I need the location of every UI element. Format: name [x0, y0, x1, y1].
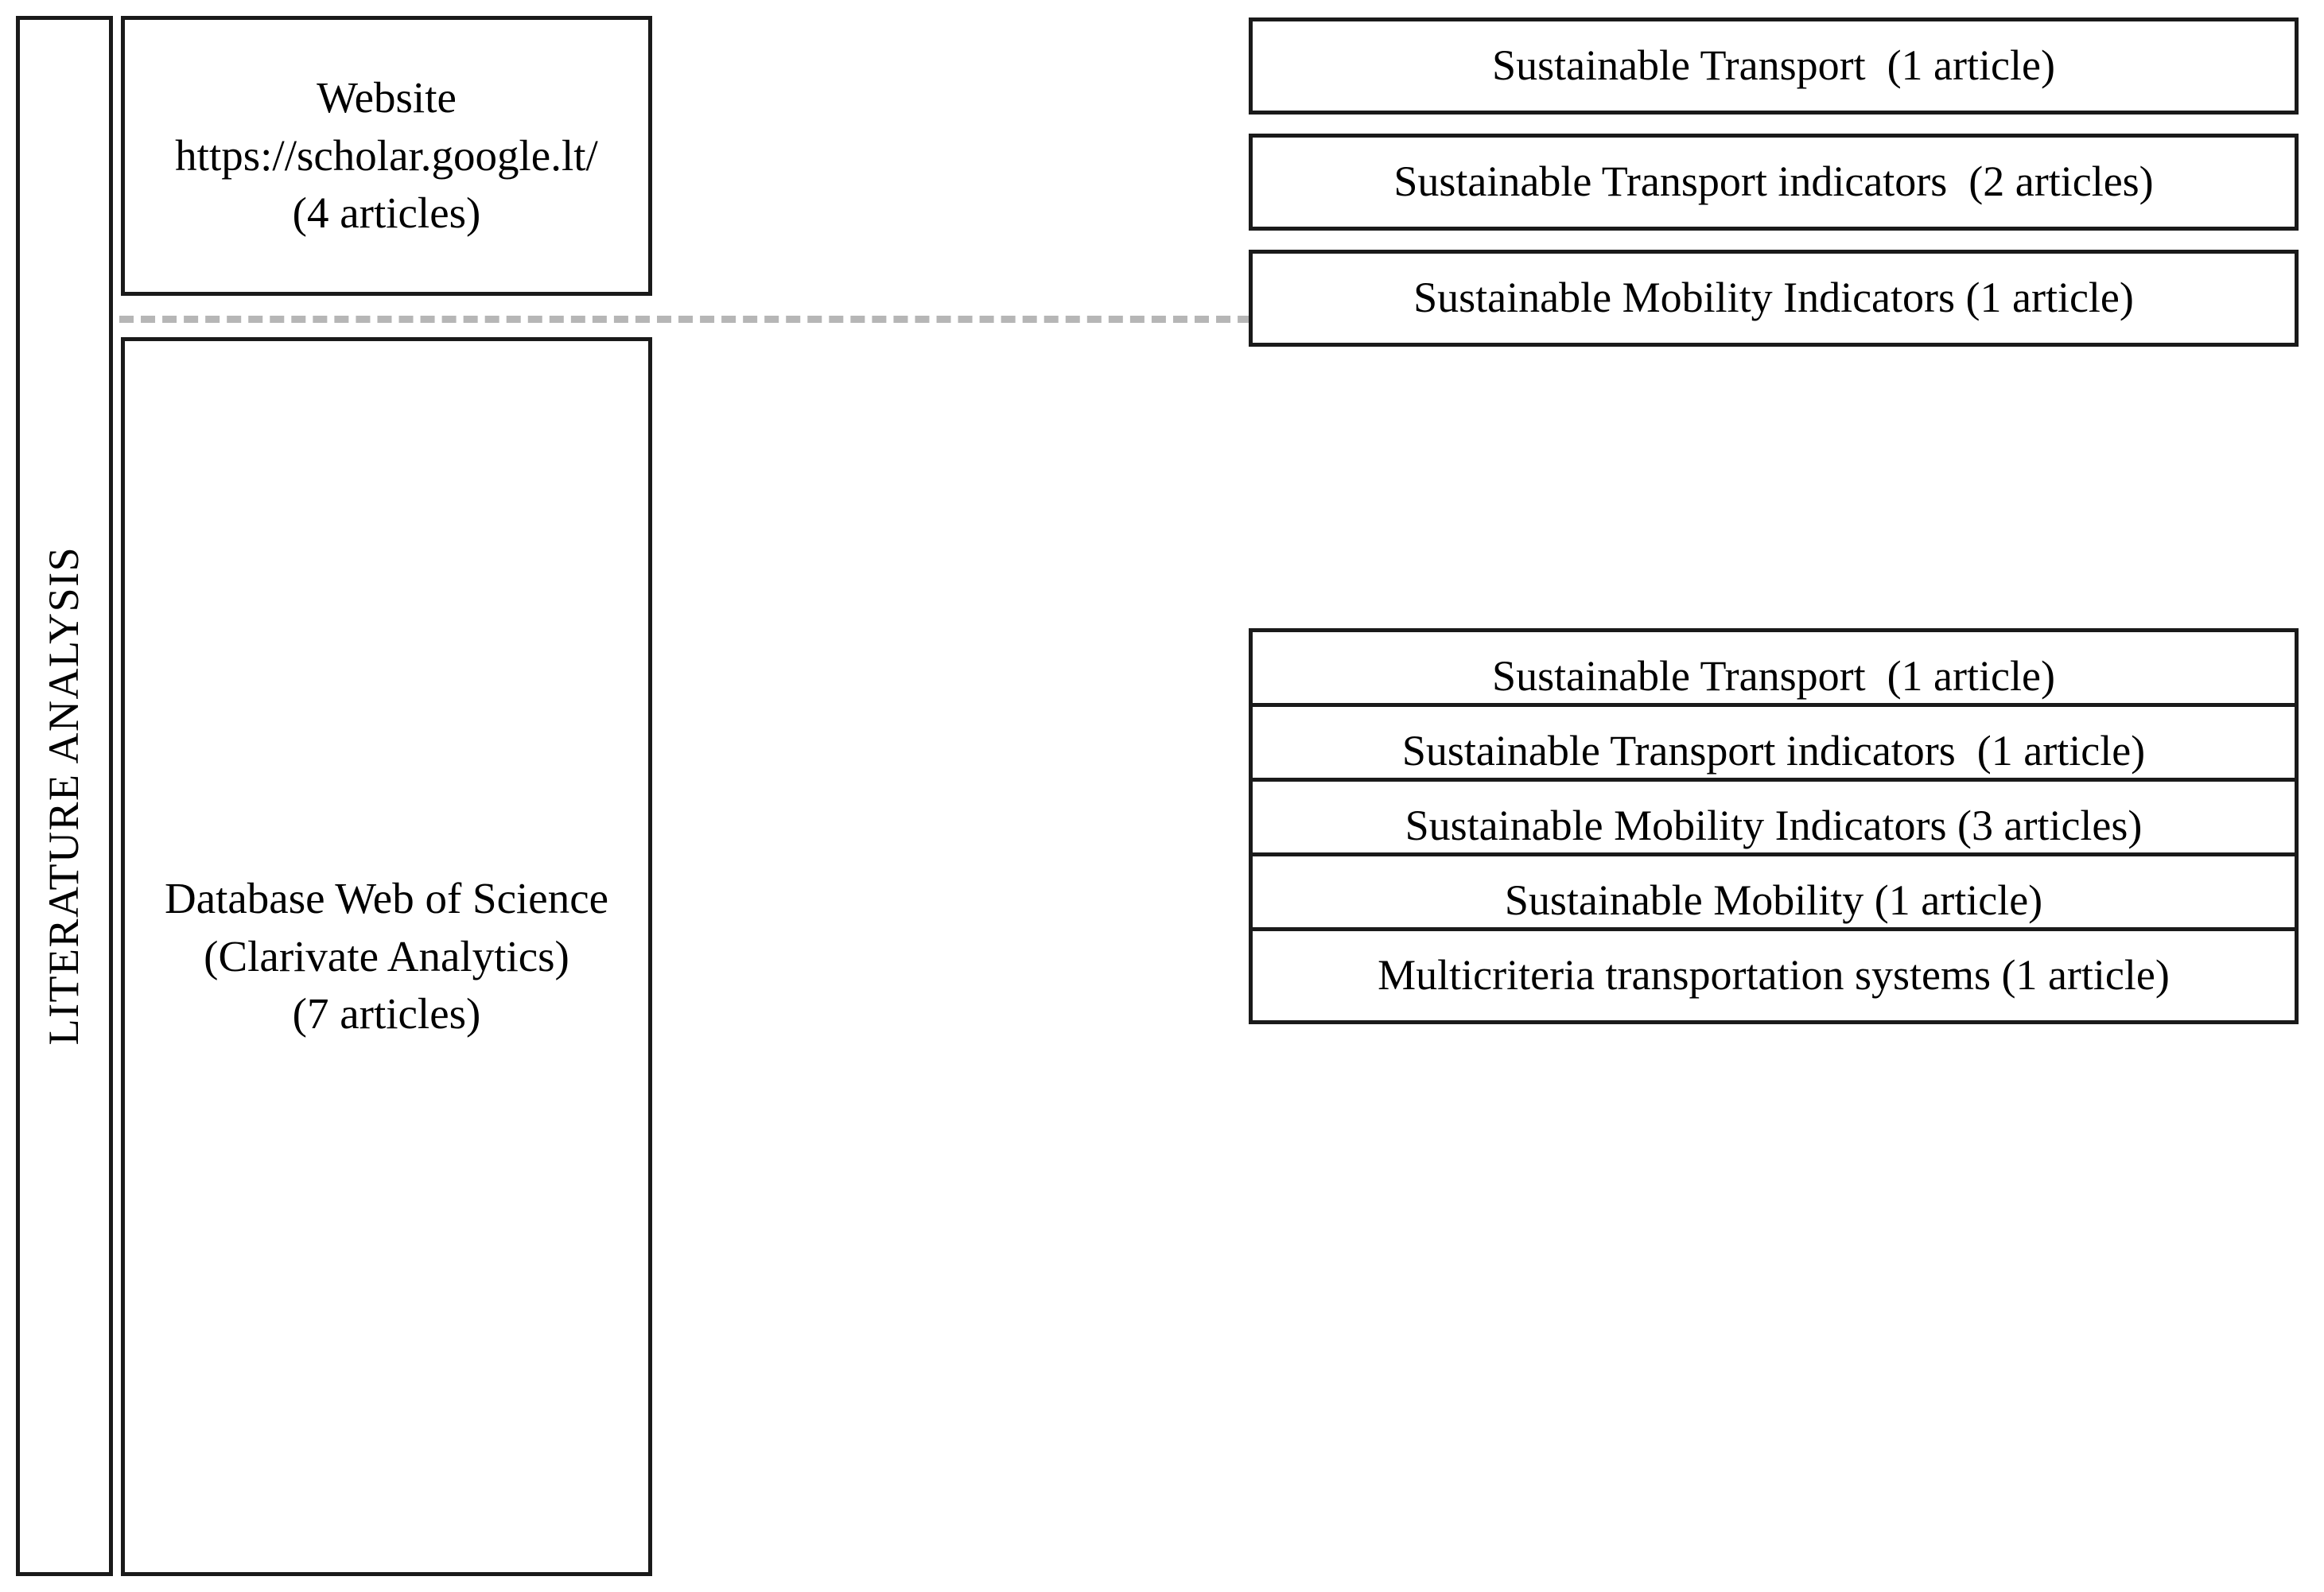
source-website-line1: Website https://scholar.google.lt/	[175, 73, 598, 180]
topic-box-website-1: Sustainable Transport (1 article)	[1249, 17, 2299, 115]
topic-label: Sustainable Mobility Indicators (3 artic…	[1405, 802, 2143, 850]
source-database-line1: Database Web of Science (Clarivate Analy…	[164, 874, 609, 980]
literature-analysis-label: LITERATURE ANALYSIS	[40, 546, 88, 1046]
topic-label: Sustainable Transport (1 article)	[1492, 652, 2055, 701]
topic-label: Sustainable Transport indicators (2 arti…	[1393, 157, 2154, 206]
topic-label: Sustainable Mobility (1 article)	[1504, 876, 2043, 925]
source-database-line2: (7 articles)	[292, 989, 481, 1039]
source-box-website: Website https://scholar.google.lt/ (4 ar…	[121, 16, 652, 296]
topic-box-website-3: Sustainable Mobility Indicators (1 artic…	[1249, 250, 2299, 347]
topic-box-database-5: Multicriteria transportation systems (1 …	[1249, 927, 2299, 1024]
topic-box-website-2: Sustainable Transport indicators (2 arti…	[1249, 134, 2299, 231]
group-separator-dashed-line	[119, 316, 2284, 323]
topic-label: Multicriteria transportation systems (1 …	[1378, 951, 2170, 1000]
topic-label: Sustainable Transport indicators (1 arti…	[1401, 727, 2146, 775]
topic-label: Sustainable Transport (1 article)	[1492, 41, 2055, 90]
source-box-database: Database Web of Science (Clarivate Analy…	[121, 337, 652, 1576]
source-website-line2: (4 articles)	[292, 188, 481, 238]
topic-label: Sustainable Mobility Indicators (1 artic…	[1413, 274, 2134, 322]
literature-analysis-spine: LITERATURE ANALYSIS	[16, 16, 113, 1576]
